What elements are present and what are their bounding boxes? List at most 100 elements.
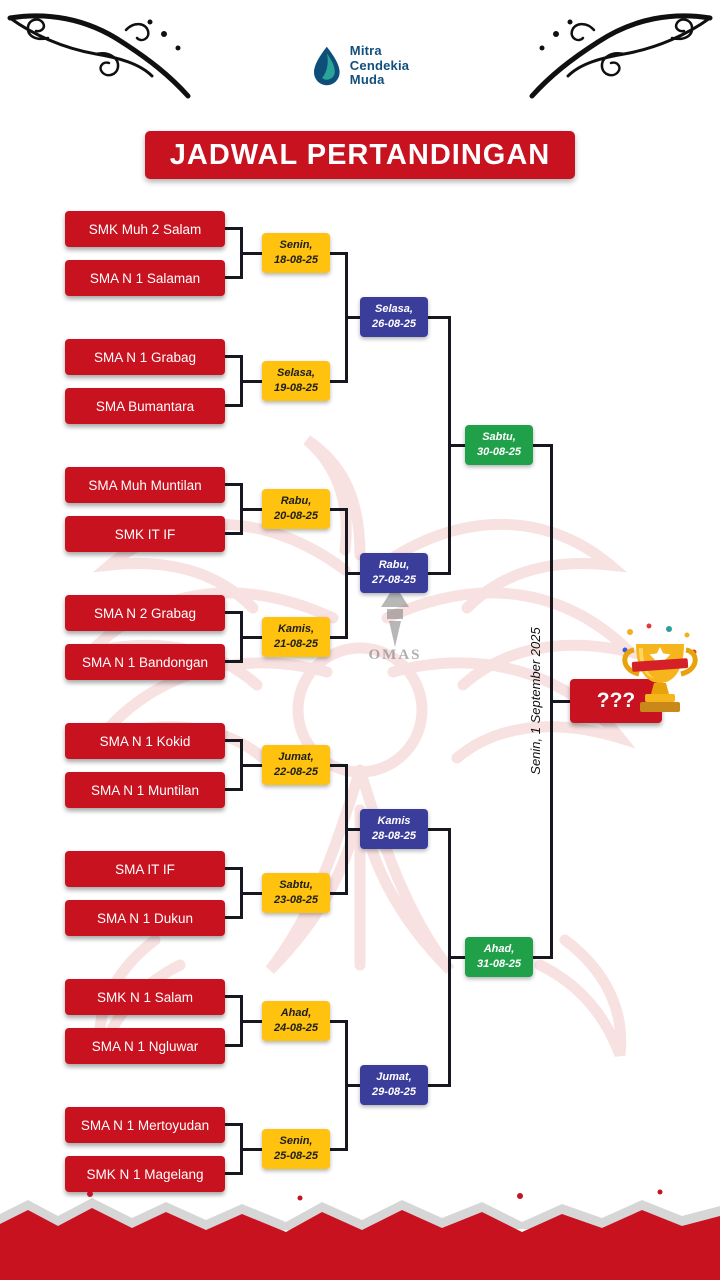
date-day: Rabu, — [378, 559, 410, 572]
bracket-line — [225, 227, 240, 230]
bracket-line — [243, 380, 262, 383]
round1-date-box: Rabu, 20-08-25 — [262, 489, 330, 529]
bracket-line — [240, 355, 243, 407]
brand-logo: Mitra Cendekia Muda — [311, 43, 410, 88]
emblem-monument-icon — [381, 585, 409, 647]
corner-flourish-left — [4, 8, 196, 100]
bracket-line — [243, 764, 262, 767]
bracket-line — [225, 355, 240, 358]
bracket-line — [330, 252, 345, 255]
round2-date-box: Rabu,27-08-25 — [360, 553, 428, 593]
team-box: SMA Bumantara — [65, 388, 225, 424]
date-day: Kamis, — [277, 623, 315, 636]
emblem-watermark-text: OMAS — [368, 647, 422, 663]
round1-date-box: Selasa,19-08-25 — [262, 361, 330, 401]
date-value: 21-08-25 — [273, 638, 319, 650]
bracket-line — [451, 956, 465, 959]
bracket-line — [553, 700, 570, 703]
brand-line-2: Cendekia — [349, 57, 410, 73]
date-value: 31-08-25 — [476, 958, 522, 970]
team-box: SMA N 1 Ngluwar — [65, 1028, 225, 1064]
brand-logo-text: Mitra Cendekia Muda — [349, 43, 410, 88]
bracket-line — [330, 1148, 345, 1151]
team-box: SMK Muh 2 Salam — [65, 211, 225, 247]
date-day: Jumat, — [278, 751, 314, 764]
date-day: Jumat, — [376, 1071, 412, 1084]
semifinal-date-box: Ahad, 31-08-25 — [465, 937, 533, 977]
bracket-line — [345, 1020, 348, 1151]
round1-date-box: Jumat,22-08-25 — [262, 745, 330, 785]
team-box: SMA IT IF — [65, 851, 225, 887]
date-value: 26-08-25 — [371, 318, 417, 330]
team-box: SMA N 1 Dukun — [65, 900, 225, 936]
team-box: SMA N 1 Salaman — [65, 260, 225, 296]
date-day: Ahad, — [280, 1007, 312, 1020]
trophy-icon — [617, 620, 703, 726]
bracket-line — [243, 252, 262, 255]
round1-date-box: Ahad,24-08-25 — [262, 1001, 330, 1041]
bracket-line — [225, 1123, 240, 1126]
bracket-line — [225, 1044, 240, 1047]
bracket-line — [225, 867, 240, 870]
bracket-line — [225, 276, 240, 279]
bracket-line — [330, 508, 345, 511]
brand-line-1: Mitra — [349, 43, 382, 58]
bracket-line — [345, 508, 348, 639]
bracket-line — [240, 995, 243, 1047]
bracket-line — [348, 1084, 360, 1087]
bracket-line — [225, 404, 240, 407]
bracket-line — [225, 532, 240, 535]
bracket-line — [225, 483, 240, 486]
bracket-line — [243, 636, 262, 639]
bracket-line — [225, 916, 240, 919]
date-day: Kamis — [377, 815, 411, 828]
bracket-line — [330, 380, 345, 383]
torn-paper-edge — [0, 1189, 720, 1280]
date-day: Rabu, — [280, 495, 312, 508]
bracket-line — [428, 572, 448, 575]
bracket-line — [348, 316, 360, 319]
bracket-line — [243, 892, 262, 895]
round1-date-box: Sabtu,23-08-25 — [262, 873, 330, 913]
bracket-line — [240, 739, 243, 791]
team-box: SMA Muh Muntilan — [65, 467, 225, 503]
bracket-line — [451, 444, 465, 447]
brand-logo-icon — [313, 46, 340, 86]
bracket-line — [240, 483, 243, 535]
title-banner: JADWAL PERTANDINGAN — [145, 131, 575, 179]
bracket-line — [428, 828, 448, 831]
date-value: 20-08-25 — [273, 510, 319, 522]
garuda-watermark — [72, 435, 648, 1057]
bracket-line — [345, 252, 348, 383]
round2-date-box: Selasa,26-08-25 — [360, 297, 428, 337]
bracket-line — [240, 867, 243, 919]
bracket-line — [428, 316, 448, 319]
bracket-line — [225, 660, 240, 663]
bracket-line — [348, 572, 360, 575]
round1-date-box: Senin,18-08-25 — [262, 233, 330, 273]
bracket-line — [225, 788, 240, 791]
bracket-line — [550, 444, 553, 959]
date-day: Ahad, — [483, 943, 515, 956]
bracket-line — [448, 316, 451, 575]
bracket-line — [448, 828, 451, 1087]
bracket-line — [330, 764, 345, 767]
bracket-line — [533, 956, 550, 959]
team-box: SMK N 1 Magelang — [65, 1156, 225, 1192]
bracket-line — [225, 995, 240, 998]
bracket-line — [240, 1123, 243, 1175]
team-box: SMA N 1 Mertoyudan — [65, 1107, 225, 1143]
team-box: SMA N 1 Muntilan — [65, 772, 225, 808]
bracket-line — [345, 764, 348, 895]
bracket-line — [533, 444, 550, 447]
flourish-icon — [529, 13, 713, 99]
round1-date-box: Senin,25-08-25 — [262, 1129, 330, 1169]
team-box: SMK IT IF — [65, 516, 225, 552]
bracket-line — [330, 892, 345, 895]
date-value: 29-08-25 — [371, 1086, 417, 1098]
semifinal-date-box: Sabtu,30-08-25 — [465, 425, 533, 465]
flourish-icon — [7, 13, 191, 99]
date-day: Sabtu, — [279, 879, 313, 892]
team-box: SMA N 2 Grabag — [65, 595, 225, 631]
